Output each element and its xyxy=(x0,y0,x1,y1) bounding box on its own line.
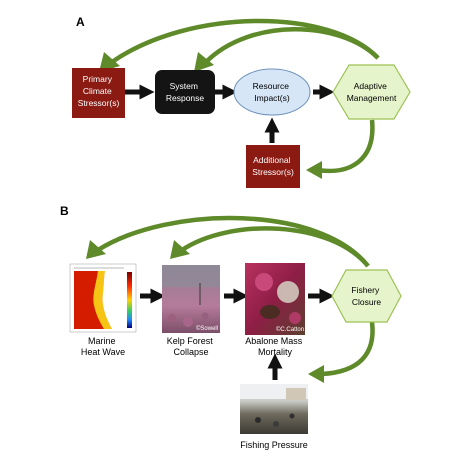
captions-b: Marine Heat Wave Kelp Forest Collapse Ab… xyxy=(81,336,308,450)
svg-text:Kelp Forest Collapse: Kelp Forest Collapse xyxy=(167,336,216,357)
node-resource-impact: Resource Impact(s) xyxy=(233,68,311,116)
caption-heatwave-2: Heat Wave xyxy=(81,347,125,357)
node-system-response: System Response xyxy=(155,70,215,114)
panel-b-label: B xyxy=(60,204,69,218)
feedback-arrows-a xyxy=(99,18,380,179)
additional-line-2: Stressor(s) xyxy=(252,167,294,177)
svg-text:Fishery Closure: Fishery Closure xyxy=(351,285,381,307)
node-additional-stressor: Additional Stressor(s) xyxy=(246,145,300,188)
svg-text:Primary Climate St: Primary Climate Stressor(s) xyxy=(78,74,120,108)
svg-text:Marine Heat Wave: Marine Heat Wave xyxy=(81,336,125,357)
adaptive-line-1: Adaptive xyxy=(354,81,387,91)
resource-line-2: Impact(s) xyxy=(254,93,290,103)
image-fishing-pressure-photo xyxy=(240,384,308,434)
caption-fishing: Fishing Pressure xyxy=(240,440,308,450)
feedback-arrow-to-primary xyxy=(110,18,380,64)
feedback-arrowhead-primary xyxy=(99,52,120,72)
fishery-line-1: Fishery xyxy=(351,285,380,295)
flow-arrows-a xyxy=(125,84,335,143)
feedback-arrow-to-system xyxy=(204,27,380,64)
system-line-2: Response xyxy=(166,93,205,103)
svg-text:Additional Stressor(s): Additional Stressor(s) xyxy=(252,155,294,177)
svg-text:Abalone Mass Mortality: Abalone Mass Mortality xyxy=(245,336,305,357)
node-adaptive-management: Adaptive Management xyxy=(332,64,411,120)
feedback-arrowhead-fishing xyxy=(308,365,324,383)
node-fishery-closure: Fishery Closure xyxy=(331,269,402,323)
svg-text:Resource Impact(s): Resource Impact(s) xyxy=(253,81,292,103)
feedback-arrow-to-heatwave xyxy=(96,215,370,268)
svg-text:Adaptive Management: Adaptive Management xyxy=(347,81,397,103)
panel-a-label: A xyxy=(76,15,85,29)
feedback-arrow-to-fishing xyxy=(321,321,375,377)
additional-line-1: Additional xyxy=(253,155,290,165)
feedback-arrow-to-additional xyxy=(317,119,375,174)
caption-abalone-2: Mortality xyxy=(258,347,293,357)
caption-kelp-2: Collapse xyxy=(173,347,208,357)
node-primary-climate-stressor: Primary Climate Stressor(s) xyxy=(72,68,125,118)
caption-abalone-1: Abalone Mass xyxy=(245,336,303,346)
feedback-arrowhead-system xyxy=(194,52,214,72)
feedback-arrowhead-kelp xyxy=(170,240,190,259)
image-kelp-forest-photo: ©Sowell xyxy=(162,265,220,333)
svg-text:System Response: System Response xyxy=(166,81,205,103)
image-marine-heat-wave-map xyxy=(69,263,137,333)
feedback-arrowhead-heatwave xyxy=(86,240,106,259)
feedback-arrowhead-additional xyxy=(306,161,322,179)
primary-line-3: Stressor(s) xyxy=(78,98,120,108)
flow-arrows-b xyxy=(140,288,335,380)
image-abalone-photo: ©C.Catton xyxy=(245,263,305,335)
primary-line-1: Primary xyxy=(83,74,113,84)
caption-heatwave-1: Marine xyxy=(88,336,116,346)
fishery-line-2: Closure xyxy=(352,297,382,307)
system-line-1: System xyxy=(170,81,198,91)
caption-kelp-1: Kelp Forest xyxy=(167,336,214,346)
primary-line-2: Climate xyxy=(83,86,112,96)
adaptive-line-2: Management xyxy=(347,93,397,103)
feedback-arrows-b xyxy=(86,215,375,383)
photo-credit-abalone: ©C.Catton xyxy=(276,326,304,333)
photo-credit-kelp: ©Sowell xyxy=(196,325,218,332)
feedback-arrow-to-kelp xyxy=(180,226,370,268)
resource-line-1: Resource xyxy=(253,81,290,91)
